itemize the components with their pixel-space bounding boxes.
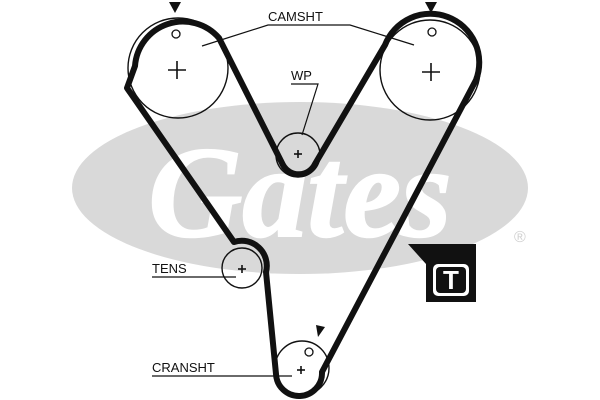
label-leaders [152,24,415,377]
left-camshaft-pulley [127,17,229,119]
watermark-oval [72,102,528,274]
water-pump-label: WP [291,68,312,83]
tensioner-label: TENS [152,261,187,276]
tension-badge: T [408,244,476,302]
watermark-registered-mark: ® [514,229,526,246]
timing-belt [124,10,483,400]
watermark-brand-text: Gates [148,121,451,265]
pulley-center-cross-icon [168,61,440,374]
crankshaft-label: CRANSHT [152,360,215,375]
camshaft-label: CAMSHT [268,9,323,24]
tension-badge-letter: T [443,265,459,295]
timing-mark-arrow-icon [169,2,437,337]
tensioner-pulley [221,247,263,289]
timing-mark-ring-icon [171,27,437,357]
